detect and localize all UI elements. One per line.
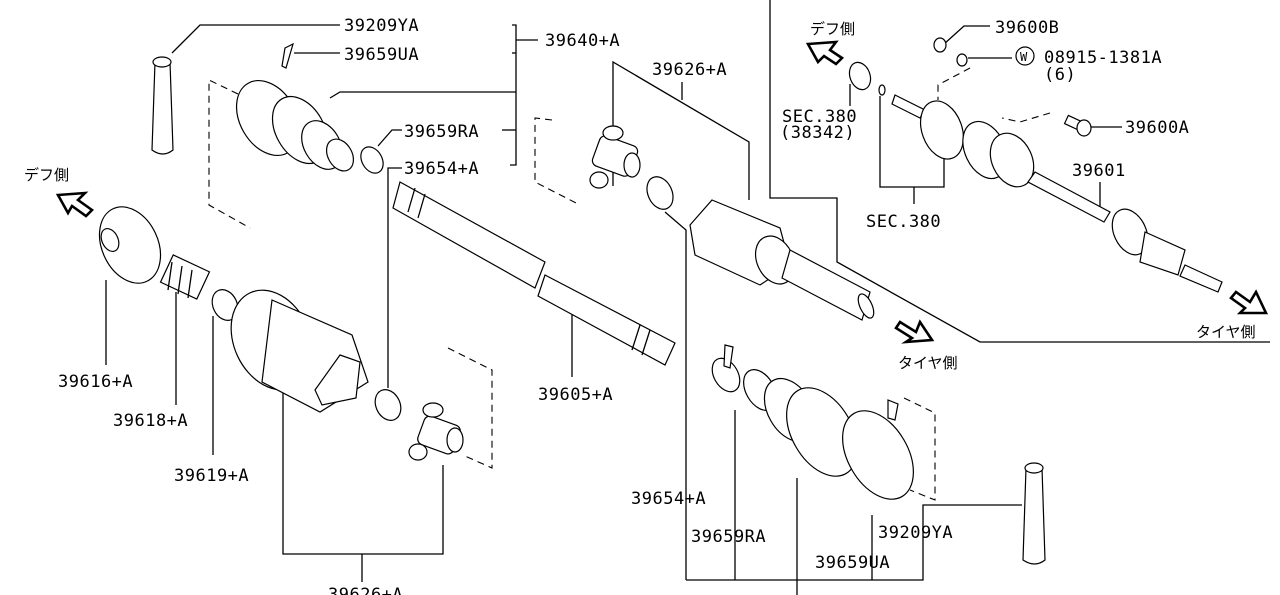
boot-right bbox=[711, 344, 858, 477]
label-08915-1381a[interactable]: 08915-1381A bbox=[1044, 48, 1162, 68]
arrow-diff-side-left bbox=[55, 191, 95, 218]
dashed-guides bbox=[208, 67, 1051, 501]
label-39618a[interactable]: 39618+A bbox=[113, 411, 188, 431]
small-o-ring bbox=[878, 84, 886, 96]
washer-marker-icon bbox=[1015, 46, 1035, 66]
label-tire-side-middle: タイヤ側 bbox=[898, 354, 958, 372]
drive-shaft-assy bbox=[962, 120, 1223, 293]
label-sec380-seal[interactable]: SEC.380 bbox=[782, 107, 857, 127]
label-39626a-top[interactable]: 39626+A bbox=[652, 60, 727, 80]
label-39654a-left[interactable]: 39654+A bbox=[404, 159, 479, 179]
arrow-tire-side-right bbox=[1229, 289, 1269, 315]
label-39626a-bottom[interactable]: 39626+A bbox=[328, 585, 403, 595]
label-39640a[interactable]: 39640+A bbox=[545, 31, 620, 51]
boot-left bbox=[235, 42, 384, 174]
label-sec380-seal-sub: (38342) bbox=[780, 123, 855, 143]
part-labels: 39209YA 39659UA 39640+A 39659RA 39654+A … bbox=[58, 16, 1189, 595]
washer-marker-text: W bbox=[1020, 50, 1028, 64]
direction-labels: デフ側 デフ側 タイヤ側 タイヤ側 bbox=[24, 20, 1256, 372]
label-39601[interactable]: 39601 bbox=[1072, 161, 1126, 181]
label-39659ra-right[interactable]: 39659RA bbox=[691, 527, 766, 547]
leader-lines bbox=[105, 0, 1270, 595]
grease-tube-right bbox=[1022, 462, 1046, 565]
washer-icon bbox=[956, 53, 968, 67]
spider-assy-bottom bbox=[408, 402, 464, 461]
label-diff-side-right: デフ側 bbox=[810, 20, 855, 38]
o-ring-top bbox=[646, 176, 674, 210]
joint-housing bbox=[230, 289, 369, 413]
label-diff-side-left: デフ側 bbox=[24, 166, 69, 184]
arrow-diff-side-right bbox=[805, 40, 845, 66]
grease-tube-left bbox=[151, 56, 174, 155]
plug-part bbox=[98, 206, 162, 284]
label-39654a-right[interactable]: 39654+A bbox=[631, 489, 706, 509]
o-ring-left bbox=[374, 389, 402, 421]
shaft-part bbox=[392, 181, 676, 366]
label-39209ya-left[interactable]: 39209YA bbox=[344, 16, 419, 36]
label-39619a[interactable]: 39619+A bbox=[174, 466, 249, 486]
bolt-icon bbox=[1063, 114, 1092, 137]
label-39659ua-left[interactable]: 39659UA bbox=[344, 45, 419, 65]
label-39659ra-left[interactable]: 39659RA bbox=[404, 122, 479, 142]
nut-icon bbox=[933, 37, 947, 53]
outer-housing-stub bbox=[689, 199, 875, 321]
flange-part bbox=[891, 94, 965, 160]
label-sec380-flange[interactable]: SEC.380 bbox=[866, 212, 941, 232]
arrow-tire-side-middle bbox=[894, 319, 935, 344]
label-39600a[interactable]: 39600A bbox=[1125, 118, 1189, 138]
label-39600b[interactable]: 39600B bbox=[995, 18, 1059, 38]
label-washer-qty: (6) bbox=[1044, 65, 1076, 85]
label-39659ua-right[interactable]: 39659UA bbox=[815, 553, 890, 573]
label-tire-side-right: タイヤ側 bbox=[1196, 323, 1256, 341]
label-39605a[interactable]: 39605+A bbox=[538, 385, 613, 405]
oil-seal bbox=[848, 61, 872, 91]
label-39209ya-right[interactable]: 39209YA bbox=[878, 523, 953, 543]
label-39616a[interactable]: 39616+A bbox=[58, 372, 133, 392]
spring-part bbox=[159, 254, 211, 300]
boot-band-right bbox=[842, 399, 914, 500]
spider-assy-top bbox=[589, 125, 641, 189]
